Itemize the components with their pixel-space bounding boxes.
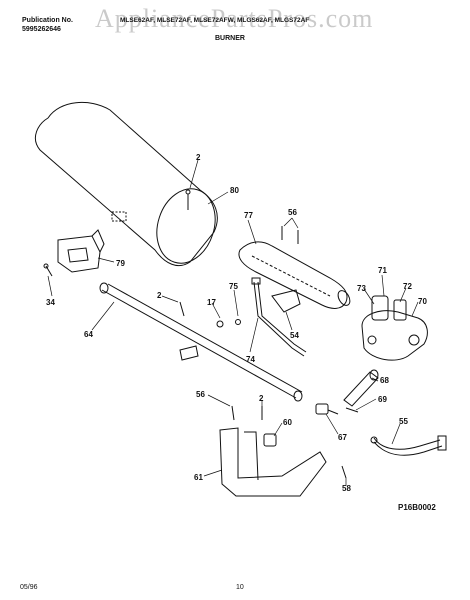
callout-67: 67 (338, 433, 347, 442)
callout-2: 2 (157, 291, 162, 300)
callout-73: 73 (357, 284, 366, 293)
callout-80: 80 (230, 186, 239, 195)
callout-55: 55 (399, 417, 408, 426)
screw-part[interactable] (179, 301, 185, 317)
model-list: MLSE62AF, MLSE72AF, MLSE72AFW, MLGS62AF,… (120, 17, 310, 24)
page-number: 10 (236, 584, 244, 591)
igniter-part[interactable] (251, 277, 307, 357)
bushing-part[interactable] (263, 433, 277, 447)
support-rod-part[interactable] (99, 282, 303, 402)
callout-68: 68 (380, 376, 389, 385)
callout-58: 58 (342, 484, 351, 493)
screw-part[interactable] (216, 319, 241, 328)
callout-75: 75 (229, 282, 238, 291)
burner-tube-part[interactable] (238, 241, 352, 309)
mounting-bracket-part[interactable] (219, 427, 327, 497)
publication-label: Publication No. (22, 17, 73, 24)
callout-64: 64 (84, 330, 93, 339)
callout-2: 2 (196, 153, 201, 162)
drum-part[interactable] (35, 101, 224, 270)
gas-valve-part[interactable] (361, 295, 428, 361)
callout-72: 72 (403, 282, 412, 291)
flame-sensor-part[interactable] (315, 403, 339, 415)
callout-56: 56 (288, 208, 297, 217)
callout-leaders (47, 159, 419, 486)
callout-17: 17 (207, 298, 216, 307)
callout-60: 60 (283, 418, 292, 427)
bracket-part[interactable] (57, 229, 105, 273)
diagram-code: P16B0002 (398, 503, 436, 512)
callout-69: 69 (378, 395, 387, 404)
callout-77: 77 (244, 211, 253, 220)
callout-56: 56 (196, 390, 205, 399)
watermark: AppliancePartsPros.com (95, 4, 374, 33)
callout-71: 71 (378, 266, 387, 275)
orifice-part[interactable] (345, 407, 359, 413)
wire-harness-part[interactable] (370, 435, 447, 456)
screw-part[interactable] (43, 263, 53, 277)
callout-74: 74 (246, 355, 255, 364)
publication-number: 5995262646 (22, 26, 61, 33)
screw-part[interactable] (231, 405, 347, 479)
callout-54: 54 (290, 331, 299, 340)
screw-part[interactable] (281, 226, 299, 244)
orifice-tube-part[interactable] (343, 369, 379, 407)
footer-date: 05/96 (20, 584, 38, 591)
screw-part[interactable] (185, 189, 191, 210)
callout-34: 34 (46, 298, 55, 307)
section-title: BURNER (215, 35, 245, 42)
sensor-bracket-part[interactable] (271, 289, 301, 313)
callout-61: 61 (194, 473, 203, 482)
callout-79: 79 (116, 259, 125, 268)
callout-70: 70 (418, 297, 427, 306)
callout-2: 2 (259, 394, 264, 403)
